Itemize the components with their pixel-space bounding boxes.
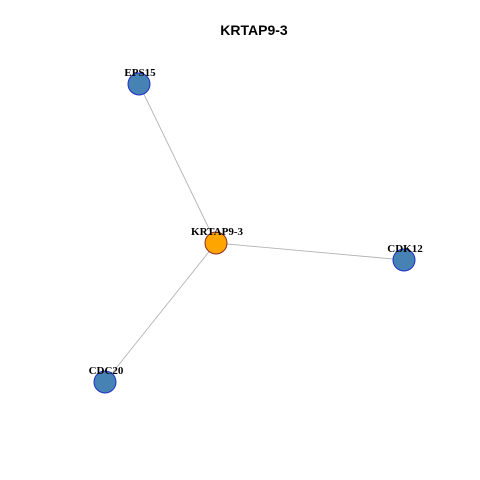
node-label-cdk12: CDK12 bbox=[387, 243, 423, 255]
edge-krtap9-3-eps15 bbox=[138, 83, 217, 244]
node-label-cdc20: CDC20 bbox=[89, 365, 124, 377]
node-eps15 bbox=[127, 72, 151, 96]
node-krtap9-3 bbox=[204, 231, 228, 255]
node-label-krtap9-3: KRTAP9-3 bbox=[191, 226, 243, 238]
node-cdk12 bbox=[392, 248, 416, 272]
edge-krtap9-3-cdk12 bbox=[215, 242, 405, 261]
node-cdc20 bbox=[93, 370, 117, 394]
node-label-eps15: EPS15 bbox=[124, 67, 156, 79]
edge-krtap9-3-cdc20 bbox=[104, 242, 217, 383]
graph-title: KRTAP9-3 bbox=[220, 22, 288, 38]
edges-layer bbox=[104, 83, 405, 383]
nodes-layer bbox=[93, 72, 416, 394]
